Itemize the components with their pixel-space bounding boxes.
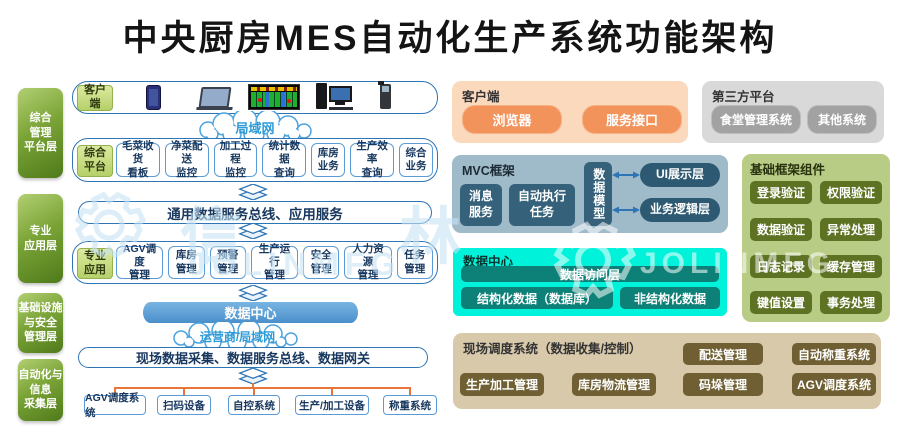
device-box: 称重系统 [383,395,437,415]
smartphone-icon [146,85,161,110]
professional-items-row: AGV调度 管理 库房 管理 预警 管理 生产运行 管理 安全 管理 人力资源 … [116,243,434,281]
page-title: 中央厨房MES自动化生产系统功能架构 [122,19,778,58]
framework-panel-title: 基础框架组件 [750,163,826,177]
diamond-connector-icon [238,223,268,239]
professional-item: 生产运行 管理 [250,243,299,281]
data-model-box: 数据模型 [584,162,612,226]
professional-label: 专业 应用 [77,248,113,279]
data-center-bar: 数据中心 [143,302,358,323]
led-display-icon [248,84,300,110]
client-panel-title: 客户端 [462,90,500,104]
connector-line [253,387,255,395]
framework-item: 键值设置 [750,291,812,314]
platform-item: 加工过程 监控 [213,140,258,179]
browser-box: 浏览器 [462,105,562,134]
service-bus-bar: 通用数据服务总线、应用服务 [78,201,432,224]
connector-line [331,387,333,395]
platform-items-row: 毛菜收货 看板 净菜配送 监控 加工过程 监控 统计数据 查询 库房 业务 生产… [116,140,434,179]
diamond-connector-icon [238,285,268,301]
data-center-panel-title: 数据中心 [463,255,514,269]
handheld-scanner-icon [378,81,391,109]
ui-layer-box: UI展示层 [640,163,720,187]
service-interface-box: 服务接口 [582,105,682,134]
device-box: AGV调度系统 [84,392,146,419]
platform-item: 综合 业务 [399,143,434,177]
professional-item: 库房 管理 [168,246,205,279]
layer-label-platform: 综合 管理 平台层 [18,88,63,178]
field-item: 生产加工管理 [460,373,544,396]
field-item: 码垛管理 [683,373,763,396]
professional-item: 预警 管理 [209,246,246,279]
double-arrow-icon [612,206,640,214]
canteen-system-box: 食堂管理系统 [711,105,801,134]
framework-item: 异常处理 [820,218,882,241]
carrier-cloud: 运营商/局域网 [165,319,310,352]
tablet-icon [198,87,232,108]
logic-layer-box: 业务逻辑层 [640,198,720,222]
field-item: 库房物流管理 [572,373,656,396]
client-label: 客户 端 [77,84,113,111]
unstructured-data-box: 非结构化数据 [620,287,720,309]
device-box: 自控系统 [228,395,280,415]
field-item: 配送管理 [683,343,763,365]
framework-item: 缓存管理 [820,255,882,278]
diamond-connector-icon [238,184,268,200]
message-service-box: 消息 服务 [460,184,502,226]
layer-label-infrastructure: 基础设施 与安全 管理层 [18,293,63,353]
desktop-computer-icon [316,83,354,111]
field-dispatch-panel-title: 现场调度系统（数据收集/控制） [463,342,642,356]
diamond-connector-icon [238,368,268,384]
mvc-panel-title: MVC框架 [462,164,515,178]
structured-data-box: 结构化数据（数据库） [461,287,613,309]
professional-item: 任务 管理 [396,246,434,279]
layer-label-application: 专业 应用层 [18,194,63,283]
connector-line [183,387,185,395]
field-item: AGV调度系统 [792,373,876,396]
framework-item: 数据验证 [750,218,812,241]
data-access-layer-box: 数据访问层 [461,266,719,282]
framework-item: 登录验证 [750,181,812,204]
connector-line [114,387,116,395]
connector-line [252,383,254,388]
layer-label-automation: 自动化与 信息 采集层 [18,359,63,421]
platform-item: 生产效率 查询 [350,140,395,179]
platform-item: 净菜配送 监控 [164,140,209,179]
third-party-panel-title: 第三方平台 [712,90,775,104]
platform-item: 统计数据 查询 [262,140,307,179]
auto-exec-box: 自动执行 任务 [509,184,575,226]
field-item: 自动称重系统 [792,343,876,365]
platform-item: 毛菜收货 看板 [116,140,160,179]
lan-cloud-label: 局域网 [235,121,275,136]
professional-item: AGV调度 管理 [116,243,164,281]
cloud-icon [173,319,298,352]
other-system-box: 其他系统 [807,105,877,134]
professional-item: 安全 管理 [303,246,340,279]
framework-item: 事务处理 [820,291,882,314]
device-box: 生产/加工设备 [295,395,369,415]
field-bus-bar: 现场数据采集、数据服务总线、数据网关 [78,347,428,368]
lan-cloud: 局域网 [190,108,320,145]
cloud-icon [199,108,312,145]
connector-line [409,387,411,395]
platform-label: 综合 平台 [77,145,113,177]
framework-item: 权限验证 [820,181,882,204]
carrier-cloud-label: 运营商/局域网 [199,330,276,344]
framework-item: 日志记录 [750,255,812,278]
double-arrow-icon [612,171,640,179]
device-box: 扫码设备 [157,395,211,415]
platform-item: 库房 业务 [311,143,346,177]
professional-item: 人力资源 管理 [344,243,392,281]
connector-line [114,387,411,389]
